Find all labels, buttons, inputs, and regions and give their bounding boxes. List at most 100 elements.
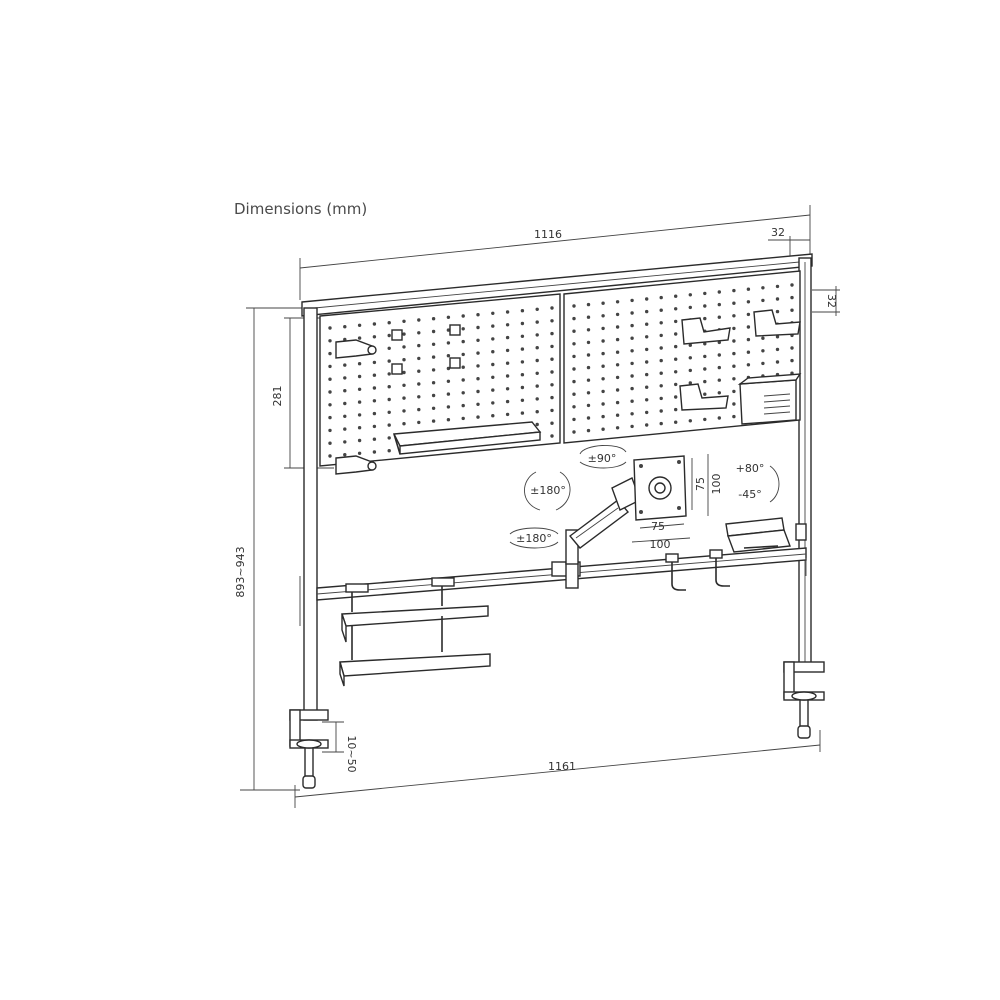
dimension-pegboard-height: 281: [271, 317, 334, 469]
pegboard-hole: [372, 360, 377, 365]
pegboard-hole: [461, 314, 465, 318]
pegboard-hole: [535, 410, 539, 414]
pegboard-hole: [372, 335, 377, 339]
pegboard-hole: [790, 295, 794, 300]
pegboard-hole: [550, 331, 554, 336]
dimension-base-width: 1161: [294, 730, 821, 808]
pegboard-hole: [328, 351, 332, 356]
pegboard-hole: [645, 410, 649, 415]
pegboard-hole: [491, 414, 495, 418]
pegboard-hole: [550, 383, 554, 387]
pegboard-hole: [550, 408, 554, 413]
pegboard-hole: [615, 337, 620, 342]
pegboard-hole: [476, 402, 480, 406]
pegboard-hole: [491, 362, 495, 367]
pegboard-hole: [461, 403, 465, 408]
pegboard-hole: [550, 421, 554, 425]
pegboard-hole: [387, 385, 391, 389]
pegboard-hole: [630, 336, 634, 340]
pegboard-hole: [372, 450, 377, 454]
pegboard-hole: [417, 369, 421, 373]
pegboard-hole: [535, 333, 539, 337]
pegboard-hole: [402, 422, 406, 426]
pegboard-hole: [343, 401, 347, 406]
pegboard-hole: [645, 398, 649, 402]
pegboard-hole: [343, 440, 347, 444]
base-width-label: 1161: [548, 760, 576, 773]
pegboard-hole: [717, 365, 721, 370]
pegboard-hole: [461, 391, 465, 395]
pegboard-hole: [476, 351, 480, 355]
pegboard-hole: [446, 354, 451, 358]
pegboard-hole: [659, 358, 663, 363]
pegboard-hole: [775, 309, 780, 314]
pegboard-hole: [601, 364, 605, 368]
vesa-small-h-label: 75: [694, 477, 707, 491]
pegboard-hole: [630, 399, 634, 403]
bar-hooks: [665, 549, 730, 591]
pegboard-hole: [601, 377, 605, 381]
pegboard-hole: [775, 347, 780, 352]
pegboard-hole: [505, 412, 510, 417]
phone-holder-3: [679, 383, 729, 411]
dimension-post-depth: 32: [812, 286, 840, 316]
pegboard-hole: [505, 310, 510, 314]
pegboard-hole: [615, 350, 620, 354]
pegboard-hole: [343, 453, 347, 457]
pegboard-hole: [703, 392, 707, 396]
pegboard-hole: [550, 370, 554, 374]
swivel-2-text: ±180°: [516, 532, 552, 545]
pegboard-hole: [746, 325, 751, 329]
pegboard-hole: [491, 375, 495, 379]
pegboard-hole: [703, 342, 707, 346]
pegboard-hole: [491, 388, 495, 392]
pegboard-hole: [717, 353, 721, 357]
pegboard-hole: [703, 354, 707, 359]
pegboard-hole: [550, 306, 554, 310]
pegboard-hole: [586, 353, 591, 357]
left-hook-bottom: [335, 455, 377, 475]
pegboard-hole: [659, 295, 663, 300]
pegboard-hole: [732, 326, 736, 331]
right-post-clip: [795, 523, 807, 541]
pegboard-hole: [674, 382, 678, 387]
pegboard-hole: [535, 371, 539, 375]
pegboard-hole: [761, 349, 765, 353]
pegboard-hole: [343, 363, 347, 367]
pegboard-hole: [372, 373, 377, 377]
pegboard-hole: [659, 396, 663, 401]
right-desk-clamp: [783, 661, 825, 739]
pegboard-hole: [688, 381, 692, 385]
pegboard-hole: [645, 423, 649, 427]
pegboard-hole: [790, 283, 794, 287]
post-width-label: 32: [771, 226, 785, 239]
pegboard-hole: [446, 366, 451, 371]
pegboard-hole: [659, 346, 663, 350]
pegboard-hole: [717, 315, 721, 319]
pegboard-hole: [402, 370, 406, 375]
pegboard-hole: [328, 454, 332, 458]
pegboard-hole: [535, 346, 539, 350]
pegboard-hole: [601, 314, 605, 318]
rotation-label-90: ±90°: [579, 445, 627, 469]
pegboard-hole: [520, 398, 525, 402]
left-pegboard: [319, 293, 561, 467]
pegboard-hole: [476, 377, 480, 381]
pegboard-hole: [387, 346, 391, 350]
pegboard-hole: [461, 327, 465, 331]
pegboard-hole: [535, 307, 539, 311]
pegboard-hole: [732, 414, 736, 419]
pegboard-hole: [357, 400, 362, 404]
swivel-label-2: ±180°: [509, 527, 559, 549]
pegboard-hole: [688, 368, 692, 373]
tilt-up-text: +80°: [736, 462, 765, 475]
post-depth-label: 32: [825, 294, 838, 308]
pegboard-hole: [659, 308, 663, 312]
pegboard-hole: [357, 438, 362, 443]
pegboard-hole: [674, 332, 678, 336]
pegboard-hole: [387, 397, 391, 402]
pegboard-hole: [586, 328, 591, 332]
pegboard-hole: [688, 293, 692, 297]
pegboard-hole: [328, 377, 332, 381]
post-sleeve-marks: [299, 558, 807, 626]
